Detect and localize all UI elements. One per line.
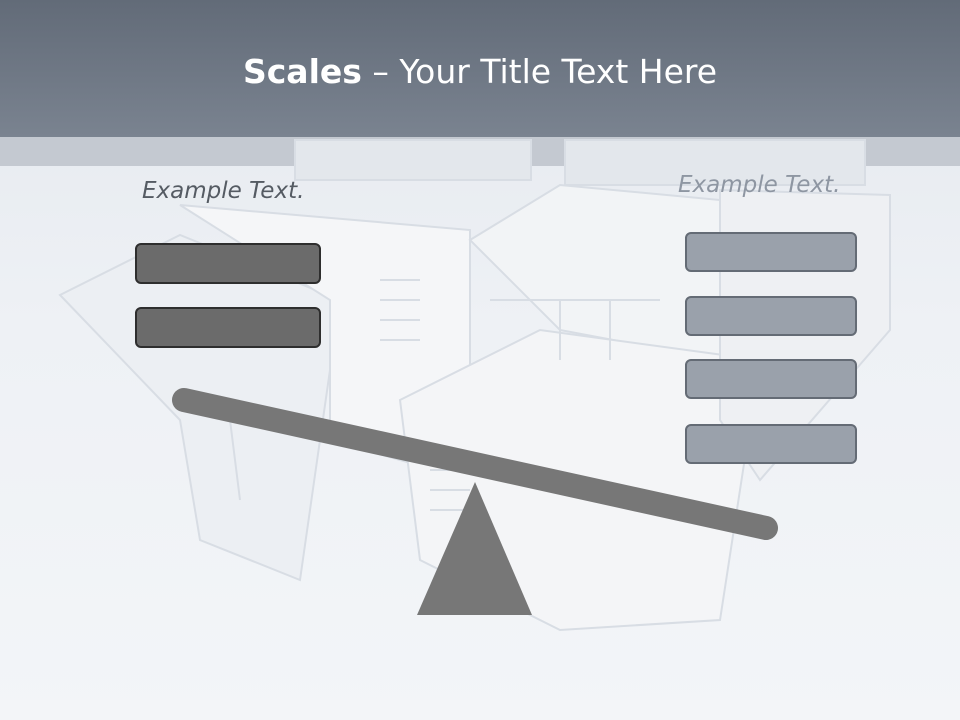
right-box-2 [685, 296, 857, 336]
seesaw-beam [172, 388, 778, 540]
right-box-3 [685, 359, 857, 399]
left-caption: Example Text. [142, 178, 305, 204]
seesaw-fulcrum [417, 482, 532, 615]
right-caption: Example Text. [678, 172, 841, 198]
title-bold-part: Scales [242, 52, 362, 91]
title-regular-part: – Your Title Text Here [361, 52, 718, 91]
left-box-1 [135, 243, 321, 284]
slide-title: Scales – Your Title Text Here [0, 52, 960, 91]
left-box-2 [135, 307, 321, 348]
right-box-1 [685, 232, 857, 272]
title-bar [0, 0, 960, 137]
right-box-4 [685, 424, 857, 464]
